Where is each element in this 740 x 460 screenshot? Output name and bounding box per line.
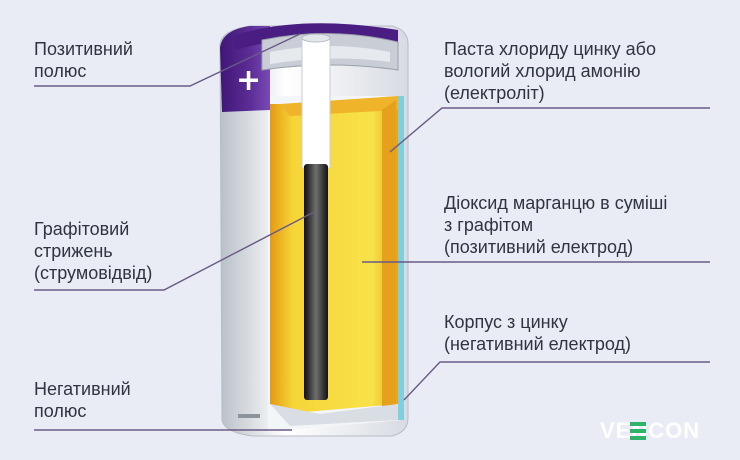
plus-sign: +: [236, 63, 261, 98]
logo-mark-icon: [630, 422, 646, 440]
leader-paste: [389, 107, 710, 153]
leader-positive: [34, 33, 301, 87]
label-electrolyte-paste: Паста хлориду цинку або вологий хлорид а…: [444, 39, 657, 103]
cathode-mix: [270, 96, 398, 426]
graphite-rod: [301, 33, 331, 400]
leader-graphite: [34, 211, 315, 291]
label-positive-pole: Позитивний полюс: [34, 39, 133, 81]
label-zinc-case: Корпус з цинку (негативний електрод): [444, 312, 632, 354]
label-manganese-dioxide: Діоксид марганцю в суміші з графітом (по…: [444, 193, 668, 257]
label-graphite-rod: Графітовий стрижень (струмовідвід): [34, 219, 153, 283]
bottom-seal-mark: [238, 414, 260, 418]
leader-zinc: [403, 361, 710, 401]
leader-lines: [34, 33, 710, 431]
vencon-logo: VENCON: [600, 418, 701, 443]
label-negative-pole: Негативний полюс: [34, 379, 131, 421]
